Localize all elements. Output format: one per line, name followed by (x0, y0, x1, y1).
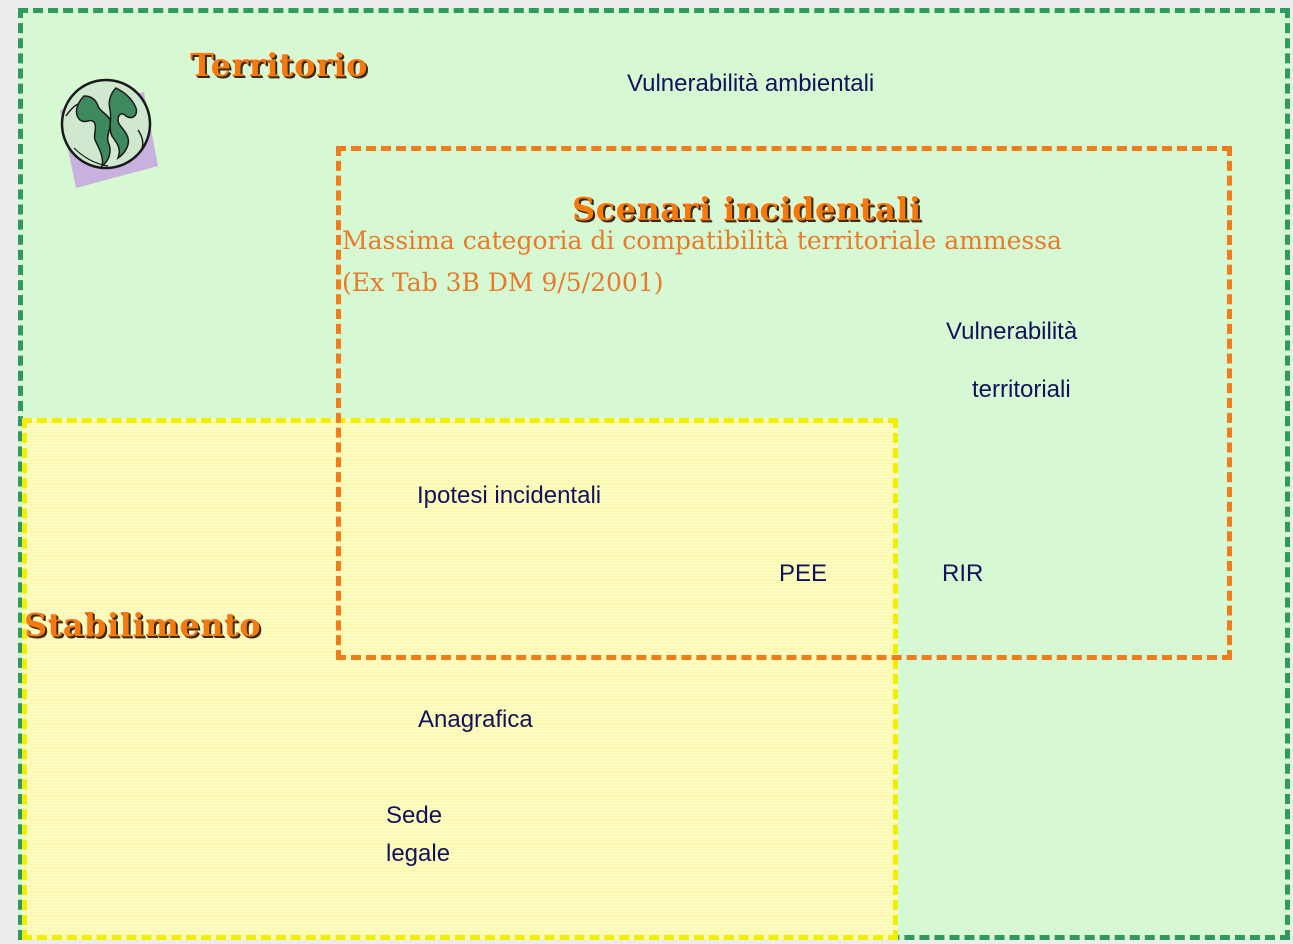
vulnerabilita-ambientali-label: Vulnerabilità ambientali (627, 70, 875, 97)
globe-icon (46, 70, 166, 190)
scenari-region (336, 146, 1232, 660)
rir-label: RIR (942, 560, 984, 587)
scenari-title: Scenari incidentali (572, 190, 922, 228)
sede-legale-label-line2: legale (386, 840, 451, 867)
ipotesi-incidentali-label: Ipotesi incidentali (417, 482, 602, 509)
sede-legale-label-line1: Sede (386, 802, 443, 829)
compatibility-note-line1: Massima categoria di compatibilità terri… (342, 226, 1062, 255)
anagrafica-label: Anagrafica (418, 706, 533, 733)
territorio-title: Territorio (190, 46, 368, 84)
compatibility-note-line2: (Ex Tab 3B DM 9/5/2001) (342, 268, 664, 297)
pee-label: PEE (779, 560, 828, 587)
vulnerabilita-territoriali-label-line1: Vulnerabilità (946, 318, 1078, 345)
vulnerabilita-territoriali-label-line2: territoriali (972, 376, 1071, 403)
stabilimento-region (22, 418, 898, 940)
stabilimento-title: Stabilimento (24, 606, 262, 644)
